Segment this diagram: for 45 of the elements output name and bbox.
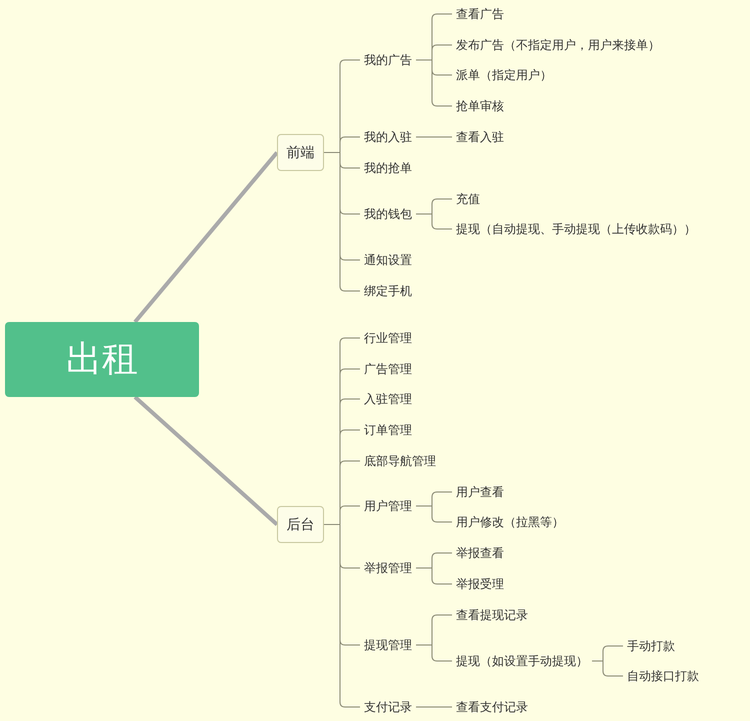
topic-label: 广告管理	[360, 361, 412, 377]
topic-label: 订单管理	[360, 422, 412, 438]
connector-line	[416, 644, 452, 662]
topic-label: 举报查看	[452, 545, 504, 561]
topic-label: 抢单审核	[452, 98, 504, 114]
topic-label: 查看提现记录	[452, 607, 528, 623]
topic-label: 派单（指定用户）	[452, 67, 552, 83]
topic-label: 绑定手机	[360, 283, 412, 299]
connector-line	[416, 506, 452, 522]
connector-line	[416, 60, 452, 106]
topic-label: 我的钱包	[360, 206, 412, 222]
topic-label: 底部导航管理	[360, 453, 436, 469]
topic-label: 提现管理	[360, 637, 412, 653]
topic-label: 用户管理	[360, 498, 412, 514]
connector-line	[134, 396, 278, 526]
topic-label: 充值	[452, 191, 480, 207]
topic-label: 手动打款	[623, 638, 675, 654]
connector-line	[416, 706, 452, 708]
topic-label: 用户查看	[452, 484, 504, 500]
connector-line	[416, 568, 452, 584]
topic-label: 我的入驻	[360, 129, 412, 145]
connector-line	[133, 151, 279, 324]
topic-label: 提现（自动提现、手动提现（上传收款码））	[452, 221, 696, 237]
central-topic-box: 出租	[5, 322, 199, 397]
topic-label: 举报管理	[360, 560, 412, 576]
connector-line	[324, 152, 360, 292]
connector-line	[324, 524, 360, 708]
connector-line	[592, 660, 624, 676]
topic-label: 支付记录	[360, 699, 412, 715]
topic-label: 查看广告	[452, 6, 504, 22]
connector-line	[416, 136, 452, 138]
topic-label: 查看入驻	[452, 129, 504, 145]
topic-label: 入驻管理	[360, 391, 412, 407]
topic-label: 查看支付记录	[452, 699, 528, 715]
topic-label: 通知设置	[360, 252, 412, 268]
topic-label: 用户修改（拉黑等）	[452, 514, 564, 530]
topic-label: 发布广告（不指定用户，用户来接单）	[452, 37, 660, 53]
topic-label: 举报受理	[452, 576, 504, 592]
topic-label: 我的广告	[360, 52, 412, 68]
topic-label: 自动接口打款	[623, 668, 699, 684]
topic-label: 提现（如设置手动提现）	[452, 653, 588, 669]
branch-topic-box: 前端	[277, 134, 324, 171]
topic-label: 我的抢单	[360, 160, 412, 176]
topic-label: 行业管理	[360, 330, 412, 346]
branch-topic-box: 后台	[277, 506, 324, 543]
